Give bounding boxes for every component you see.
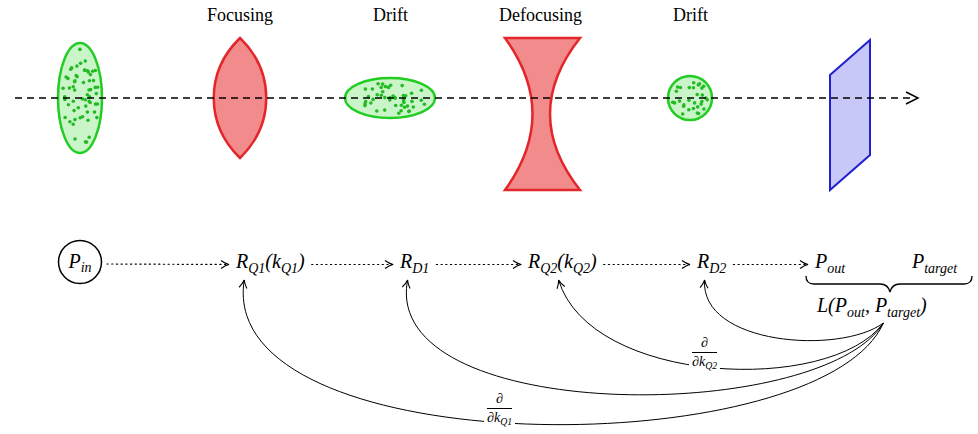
subscript: Q1 [500, 416, 512, 427]
loss-function: L(Pout, Ptarget) [814, 291, 930, 322]
output-distribution: Pout [812, 247, 848, 278]
subscript: in [81, 260, 92, 275]
brace [806, 276, 972, 292]
derivative-numerator: ∂ [487, 391, 512, 409]
dotted-flow-arrow [312, 264, 393, 265]
gradient-arrow [704, 280, 883, 341]
subscript: Q2 [573, 261, 590, 276]
element-label: Drift [673, 4, 708, 26]
defocusing-lens [505, 38, 580, 190]
drift-matrix: RD2 [694, 247, 729, 278]
derivative-denominator: ∂kQ2 [692, 353, 717, 374]
beam-axis [15, 97, 914, 99]
quadrupole-matrix: RQ1(kQ1) [233, 247, 308, 278]
derivative-fraction: ∂∂kQ1 [484, 390, 515, 431]
screen-plane [830, 40, 870, 190]
derivative-numerator: ∂ [692, 335, 717, 353]
quadrupole-matrix: RQ2(kQ2) [525, 247, 600, 278]
dotted-flow-arrow [604, 264, 690, 265]
gradient-arrow [559, 280, 884, 369]
subscript: out [847, 305, 865, 320]
subscript: Q2 [705, 360, 717, 371]
dotted-flow-arrow [107, 263, 229, 265]
subscript: target [887, 305, 920, 320]
subscript: D1 [412, 261, 429, 276]
drift-matrix: RD1 [397, 247, 432, 278]
particle-dots [61, 48, 709, 144]
dotted-flow-arrow [733, 264, 808, 265]
math-symbol: RQ1(kQ1) [236, 250, 305, 272]
subscript: D2 [709, 261, 726, 276]
target-distribution: Ptarget [909, 247, 960, 278]
subscript: Q1 [281, 261, 298, 276]
subscript: target [924, 261, 957, 276]
element-label: Defocusing [499, 4, 582, 26]
axis-arrowhead [906, 92, 918, 104]
subscript: out [827, 261, 845, 276]
math-symbol: RQ2(kQ2) [528, 250, 597, 272]
subscript: Q2 [540, 261, 557, 276]
math-symbol: Pout [815, 250, 845, 272]
element-label: Focusing [207, 4, 273, 26]
derivative-fraction: ∂∂kQ2 [689, 334, 720, 375]
math-symbol: L(Pout, Ptarget) [817, 294, 927, 316]
dotted-flow-arrow [436, 264, 521, 265]
math-symbol: Ptarget [912, 250, 957, 272]
math-symbol: RD2 [697, 250, 726, 272]
gradient-arrow [406, 280, 883, 395]
subscript: Q1 [248, 261, 265, 276]
math-symbol: Pin [68, 249, 91, 276]
gradient-arrow [243, 280, 883, 425]
math-symbol: RD1 [400, 250, 429, 272]
input-distribution: Pin [57, 239, 103, 285]
derivative-denominator: ∂kQ1 [487, 409, 512, 430]
element-label: Drift [373, 4, 408, 26]
